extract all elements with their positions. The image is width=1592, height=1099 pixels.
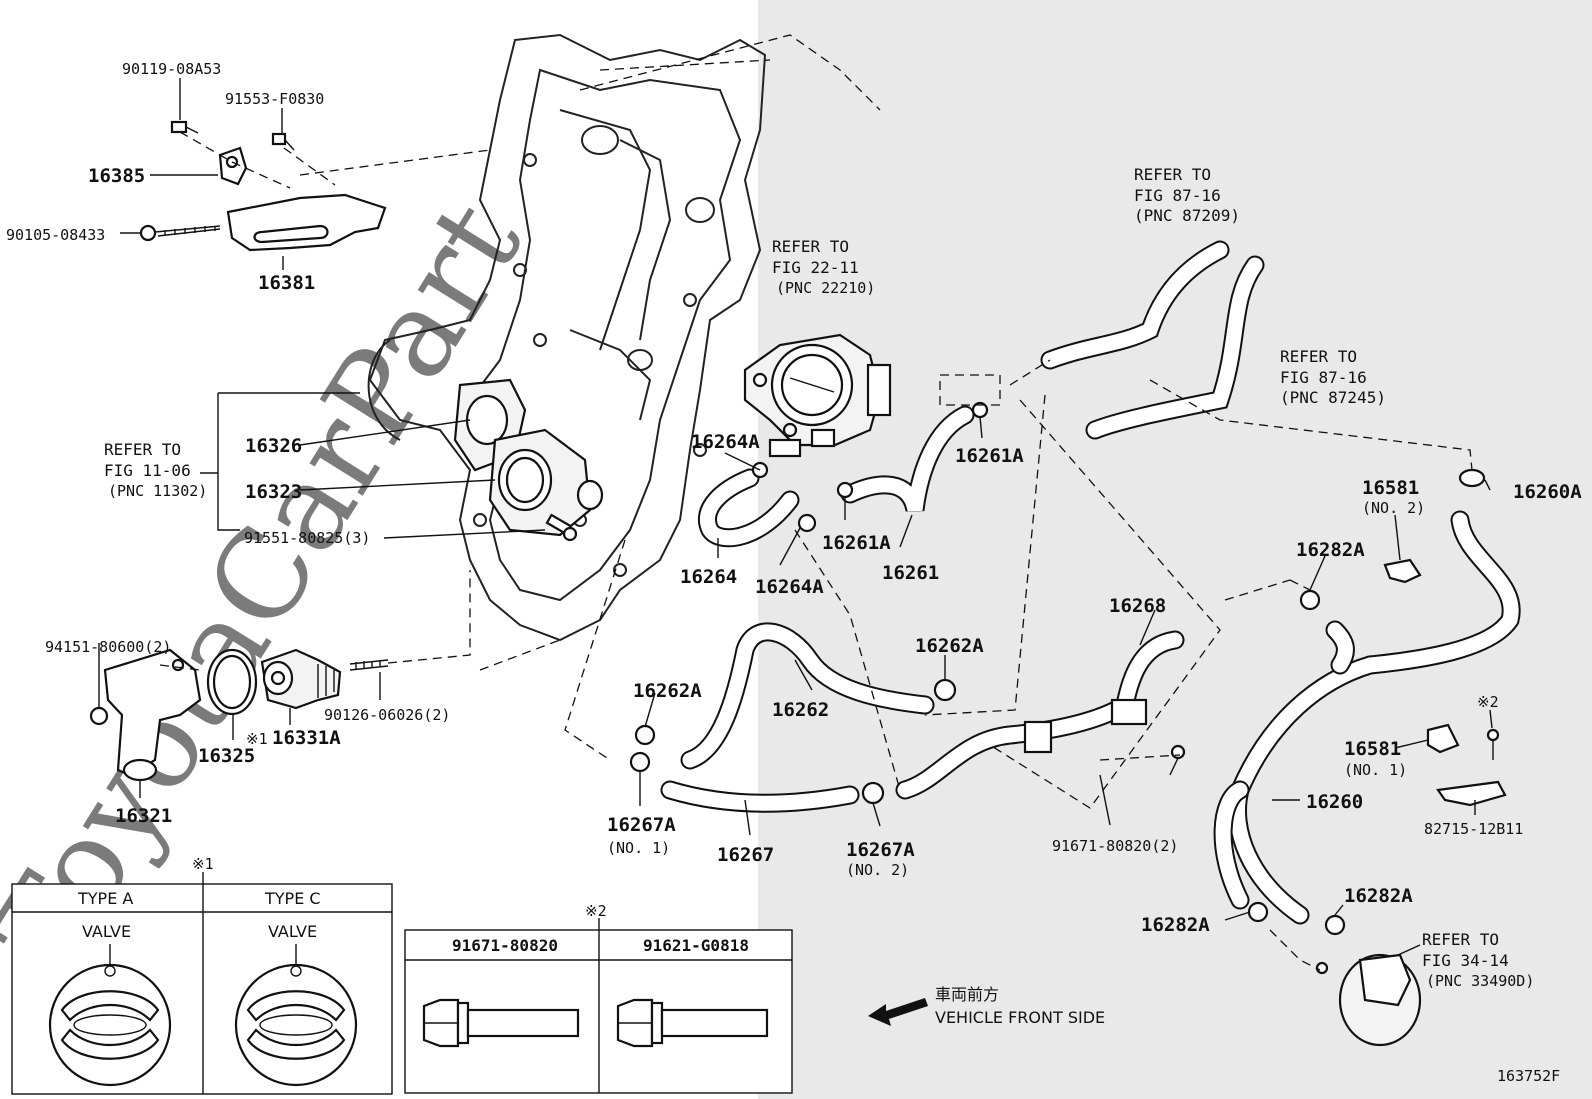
label-16267: 16267: [717, 844, 774, 866]
label-no2-16267A: (NO. 2): [846, 861, 909, 879]
svg-text:REFER TO: REFER TO: [1280, 347, 1357, 366]
svg-text:REFER TO: REFER TO: [1134, 165, 1211, 184]
label-16331A: 16331A: [272, 727, 341, 749]
front-en-label: VEHICLE FRONT SIDE: [935, 1008, 1105, 1027]
bolt-table: ※2 91671-80820 91621-G0818: [404, 902, 793, 1094]
label-16264: 16264: [680, 566, 737, 588]
front-arrow-icon: [868, 998, 928, 1026]
valve-c-label: VALVE: [268, 922, 317, 941]
vehicle-front-indicator: 車両前方 VEHICLE FRONT SIDE: [868, 985, 1105, 1027]
thermostat-parts: [89, 570, 561, 782]
label-no1-16581: (NO. 1): [1344, 761, 1407, 779]
label-16282A-right: 16282A: [1344, 885, 1413, 907]
bolt-col-91671-80820: 91671-80820: [452, 936, 558, 955]
label-90119-08A53: 90119-08A53: [122, 60, 221, 78]
bolt-91671-drawing: [422, 998, 580, 1048]
svg-text:FIG 34-14: FIG 34-14: [1422, 951, 1509, 970]
diagram-id: 163752F: [1497, 1067, 1560, 1085]
label-no2-16581: (NO. 2): [1362, 499, 1425, 517]
svg-text:(PNC 87209): (PNC 87209): [1134, 206, 1240, 225]
thermostat-type-table: ※1 TYPE A TYPE C VALVE VALVE: [11, 855, 393, 1095]
label-16325: 16325: [198, 745, 255, 767]
hoses-drawing: [629, 240, 1521, 1047]
label-16321: 16321: [115, 805, 172, 827]
type-a-header: TYPE A: [77, 889, 133, 908]
label-16268: 16268: [1109, 595, 1166, 617]
part-labels: 90119-08A53 91553-F0830 16385 90105-0843…: [6, 60, 1582, 936]
bolt-table-mark-2: ※2: [585, 902, 607, 920]
label-mark-16331A: ※1: [246, 730, 268, 748]
type-c-header: TYPE C: [264, 889, 321, 908]
leader-lines: [98, 78, 1493, 956]
label-16262A-left: 16262A: [633, 680, 702, 702]
engine-cover-drawing: [367, 33, 767, 642]
label-16264A-top: 16264A: [691, 431, 760, 453]
svg-text:REFER TO: REFER TO: [1422, 930, 1499, 949]
type-c-valve-drawing: [234, 963, 358, 1087]
label-no1-16267A: (NO. 1): [607, 839, 670, 857]
bolt-col-91621-G0818: 91621-G0818: [643, 936, 749, 955]
label-91671-80820: 91671-80820(2): [1052, 837, 1178, 855]
label-16262A-right: 16262A: [915, 635, 984, 657]
note-refer-fig-11-06: REFER TO FIG 11-06 (PNC 11302): [104, 440, 207, 500]
label-94151-80600: 94151-80600(2): [45, 638, 171, 656]
svg-text:FIG 87-16: FIG 87-16: [1280, 368, 1367, 387]
label-16267A-no1: 16267A: [607, 814, 676, 836]
label-82715-12B11: 82715-12B11: [1424, 820, 1523, 838]
bracket-assembly: [139, 120, 491, 252]
note-refer-fig-22-11: REFER TO FIG 22-11 (PNC 22210): [772, 237, 875, 297]
valve-a-label: VALVE: [82, 922, 131, 941]
label-16385: 16385: [88, 165, 145, 187]
label-16267A-no2: 16267A: [846, 839, 915, 861]
table-mark-1: ※1: [192, 855, 214, 873]
note-refer-fig-87-16-87245: REFER TO FIG 87-16 (PNC 87245): [1280, 347, 1386, 407]
label-16282A-left: 16282A: [1141, 914, 1210, 936]
label-16326: 16326: [245, 435, 302, 457]
svg-text:FIG 87-16: FIG 87-16: [1134, 186, 1221, 205]
label-16323: 16323: [245, 481, 302, 503]
label-16581-no2: 16581: [1362, 477, 1419, 499]
type-a-valve-drawing: [48, 963, 172, 1087]
label-16381: 16381: [258, 272, 315, 294]
reference-notes: REFER TO FIG 22-11 (PNC 22210) REFER TO …: [104, 165, 1534, 990]
label-16260: 16260: [1306, 791, 1363, 813]
throttle-body-drawing: [743, 333, 892, 458]
label-16261A-right: 16261A: [955, 445, 1024, 467]
label-91553-F0830: 91553-F0830: [225, 90, 324, 108]
label-91551-80825: 91551-80825(3): [244, 529, 370, 547]
label-16262: 16262: [772, 699, 829, 721]
svg-text:(PNC 22210): (PNC 22210): [776, 279, 875, 297]
label-90126-06026: 90126-06026(2): [324, 706, 450, 724]
label-16260A: 16260A: [1513, 481, 1582, 503]
label-16264A-bottom: 16264A: [755, 576, 824, 598]
label-16261: 16261: [882, 562, 939, 584]
svg-text:FIG 11-06: FIG 11-06: [104, 461, 191, 480]
watermark: ToyotaCarPart: [0, 179, 549, 996]
label-16581-no1: 16581: [1344, 738, 1401, 760]
bolt-91621-drawing: [616, 998, 769, 1048]
label-mark2-bolt: ※2: [1477, 693, 1499, 711]
note-refer-fig-34-14: REFER TO FIG 34-14 (PNC 33490D): [1422, 930, 1534, 990]
label-16261A-left: 16261A: [822, 532, 891, 554]
svg-text:(PNC 33490D): (PNC 33490D): [1426, 972, 1534, 990]
label-16282A-top: 16282A: [1296, 539, 1365, 561]
svg-text:REFER TO: REFER TO: [772, 237, 849, 256]
background-right: [758, 0, 1592, 1099]
svg-text:FIG 22-11: FIG 22-11: [772, 258, 859, 277]
dashed-guide-lines: [564, 34, 1473, 971]
svg-text:(PNC 11302): (PNC 11302): [108, 482, 207, 500]
label-90105-08433: 90105-08433: [6, 226, 105, 244]
svg-text:(PNC 87245): (PNC 87245): [1280, 388, 1386, 407]
front-jp-label: 車両前方: [935, 985, 999, 1004]
note-refer-fig-87-16-87209: REFER TO FIG 87-16 (PNC 87209): [1134, 165, 1240, 225]
svg-text:REFER TO: REFER TO: [104, 440, 181, 459]
